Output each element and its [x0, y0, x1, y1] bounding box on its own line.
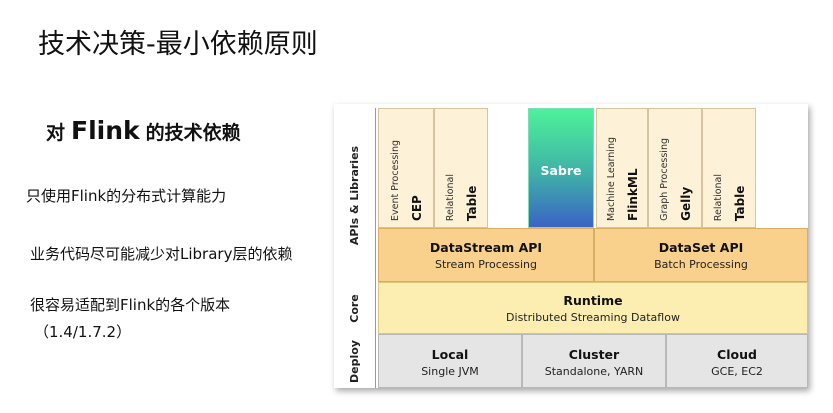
library-flinkml-desc: Machine Learning [606, 136, 617, 221]
dataset-api-block: DataSet API Batch Processing [594, 228, 808, 282]
sabre-label: Sabre [540, 163, 582, 178]
deploy-local-name: Local [431, 347, 469, 362]
library-table-right-name: Table [733, 185, 747, 221]
subhead-prefix: 对 [46, 122, 66, 144]
library-flinkml: FlinkML Machine Learning [596, 108, 648, 228]
slide-title: 技术决策-最小依赖原则 [38, 29, 318, 60]
library-gelly-desc: Graph Processing [659, 138, 670, 221]
dataset-api-name: DataSet API [658, 240, 744, 255]
deploy-cloud-name: Cloud [717, 347, 757, 362]
library-cep-name: CEP [410, 195, 424, 221]
side-label-core: Core [334, 282, 376, 334]
side-label-libraries: APIs & Libraries [334, 108, 376, 282]
deploy-cloud-block: Cloud GCE, EC2 [666, 334, 808, 388]
subhead-brand: Flink [71, 116, 140, 145]
library-gelly-name: Gelly [679, 186, 693, 221]
runtime-block: Runtime Distributed Streaming Dataflow [378, 282, 808, 334]
library-table-left-desc: Relational [445, 173, 456, 221]
runtime-name: Runtime [563, 293, 623, 308]
library-table-left-name: Table [465, 185, 479, 221]
deploy-cluster-name: Cluster [568, 347, 620, 362]
library-cep-desc: Event Processing [390, 140, 401, 221]
datastream-api-desc: Stream Processing [434, 258, 538, 271]
bullet-2: 业务代码尽可能减少对Library层的依赖 [30, 245, 293, 263]
subhead-suffix: 的技术依赖 [145, 122, 241, 144]
deploy-cluster-block: Cluster Standalone, YARN [522, 334, 666, 388]
deploy-cluster-desc: Standalone, YARN [544, 365, 644, 378]
library-table-left: Table Relational [434, 108, 488, 228]
deploy-local-block: Local Single JVM [378, 334, 522, 388]
datastream-api-block: DataStream API Stream Processing [378, 228, 594, 282]
library-table-right: Table Relational [702, 108, 756, 228]
bullet-3-continued: （1.4/1.7.2） [34, 323, 132, 341]
side-label-deploy: Deploy [334, 334, 376, 388]
datastream-api-name: DataStream API [429, 240, 543, 255]
dataset-api-desc: Batch Processing [654, 258, 748, 271]
library-flinkml-name: FlinkML [626, 168, 640, 221]
bullet-1: 只使用Flink的分布式计算能力 [26, 187, 227, 205]
library-table-right-desc: Relational [713, 173, 724, 221]
library-cep: CEP Event Processing [378, 108, 434, 228]
deploy-cloud-desc: GCE, EC2 [711, 365, 763, 378]
bullet-3: 很容易适配到Flink的各个版本 [30, 296, 231, 314]
deploy-local-desc: Single JVM [421, 365, 479, 378]
library-gelly: Gelly Graph Processing [648, 108, 702, 228]
runtime-desc: Distributed Streaming Dataflow [506, 311, 680, 324]
sabre-block: Sabre [528, 108, 594, 228]
flink-stack-diagram: APIs & Libraries Core Deploy CEP Event P… [334, 104, 808, 388]
